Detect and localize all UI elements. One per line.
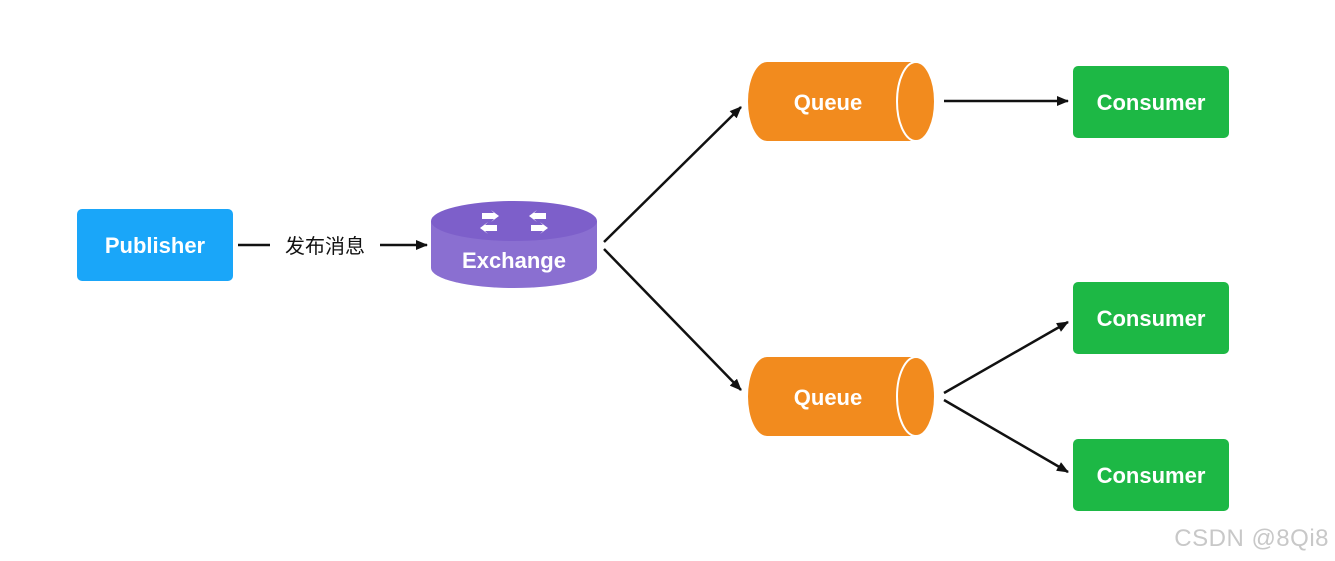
watermark-text: CSDN @8Qi8: [1174, 525, 1329, 552]
exchange-node: Exchange: [431, 201, 597, 288]
queue-2-label: Queue: [794, 385, 862, 410]
queue-1-cap: [896, 61, 936, 142]
exchange-to-queue-2-arrow: [603, 248, 742, 391]
consumer-2-node: Consumer: [1073, 282, 1229, 354]
queue-1-node: Queue: [748, 61, 936, 142]
consumer-1-label: Consumer: [1097, 90, 1206, 115]
consumer-2-label: Consumer: [1097, 306, 1206, 331]
consumer-1-node: Consumer: [1073, 66, 1229, 138]
queue-1-label: Queue: [794, 90, 862, 115]
exchange-top: [431, 201, 597, 241]
consumer-3-label: Consumer: [1097, 463, 1206, 488]
publisher-label: Publisher: [105, 233, 206, 258]
publisher-box: [77, 209, 233, 281]
consumer-2-box: [1073, 282, 1229, 354]
exchange-label: Exchange: [462, 248, 566, 273]
consumer-3-node: Consumer: [1073, 439, 1229, 511]
queue-1-body: [748, 62, 916, 141]
publish-edge: 发布消息: [238, 234, 428, 258]
consumer-1-box: [1073, 66, 1229, 138]
publish-edge-label: 发布消息: [285, 234, 365, 258]
queue-2-to-consumer-3-arrow: [943, 398, 1069, 474]
publisher-node: Publisher: [77, 209, 233, 281]
exchange-to-queue-1-arrow: [603, 106, 742, 243]
queue-2-node: Queue: [748, 356, 936, 437]
router-arrows-icon: [480, 210, 548, 234]
consumer-3-box: [1073, 439, 1229, 511]
queue-2-body: [748, 357, 916, 436]
queue-2-to-consumer-2-arrow: [943, 320, 1069, 395]
queue-2-cap: [896, 356, 936, 437]
